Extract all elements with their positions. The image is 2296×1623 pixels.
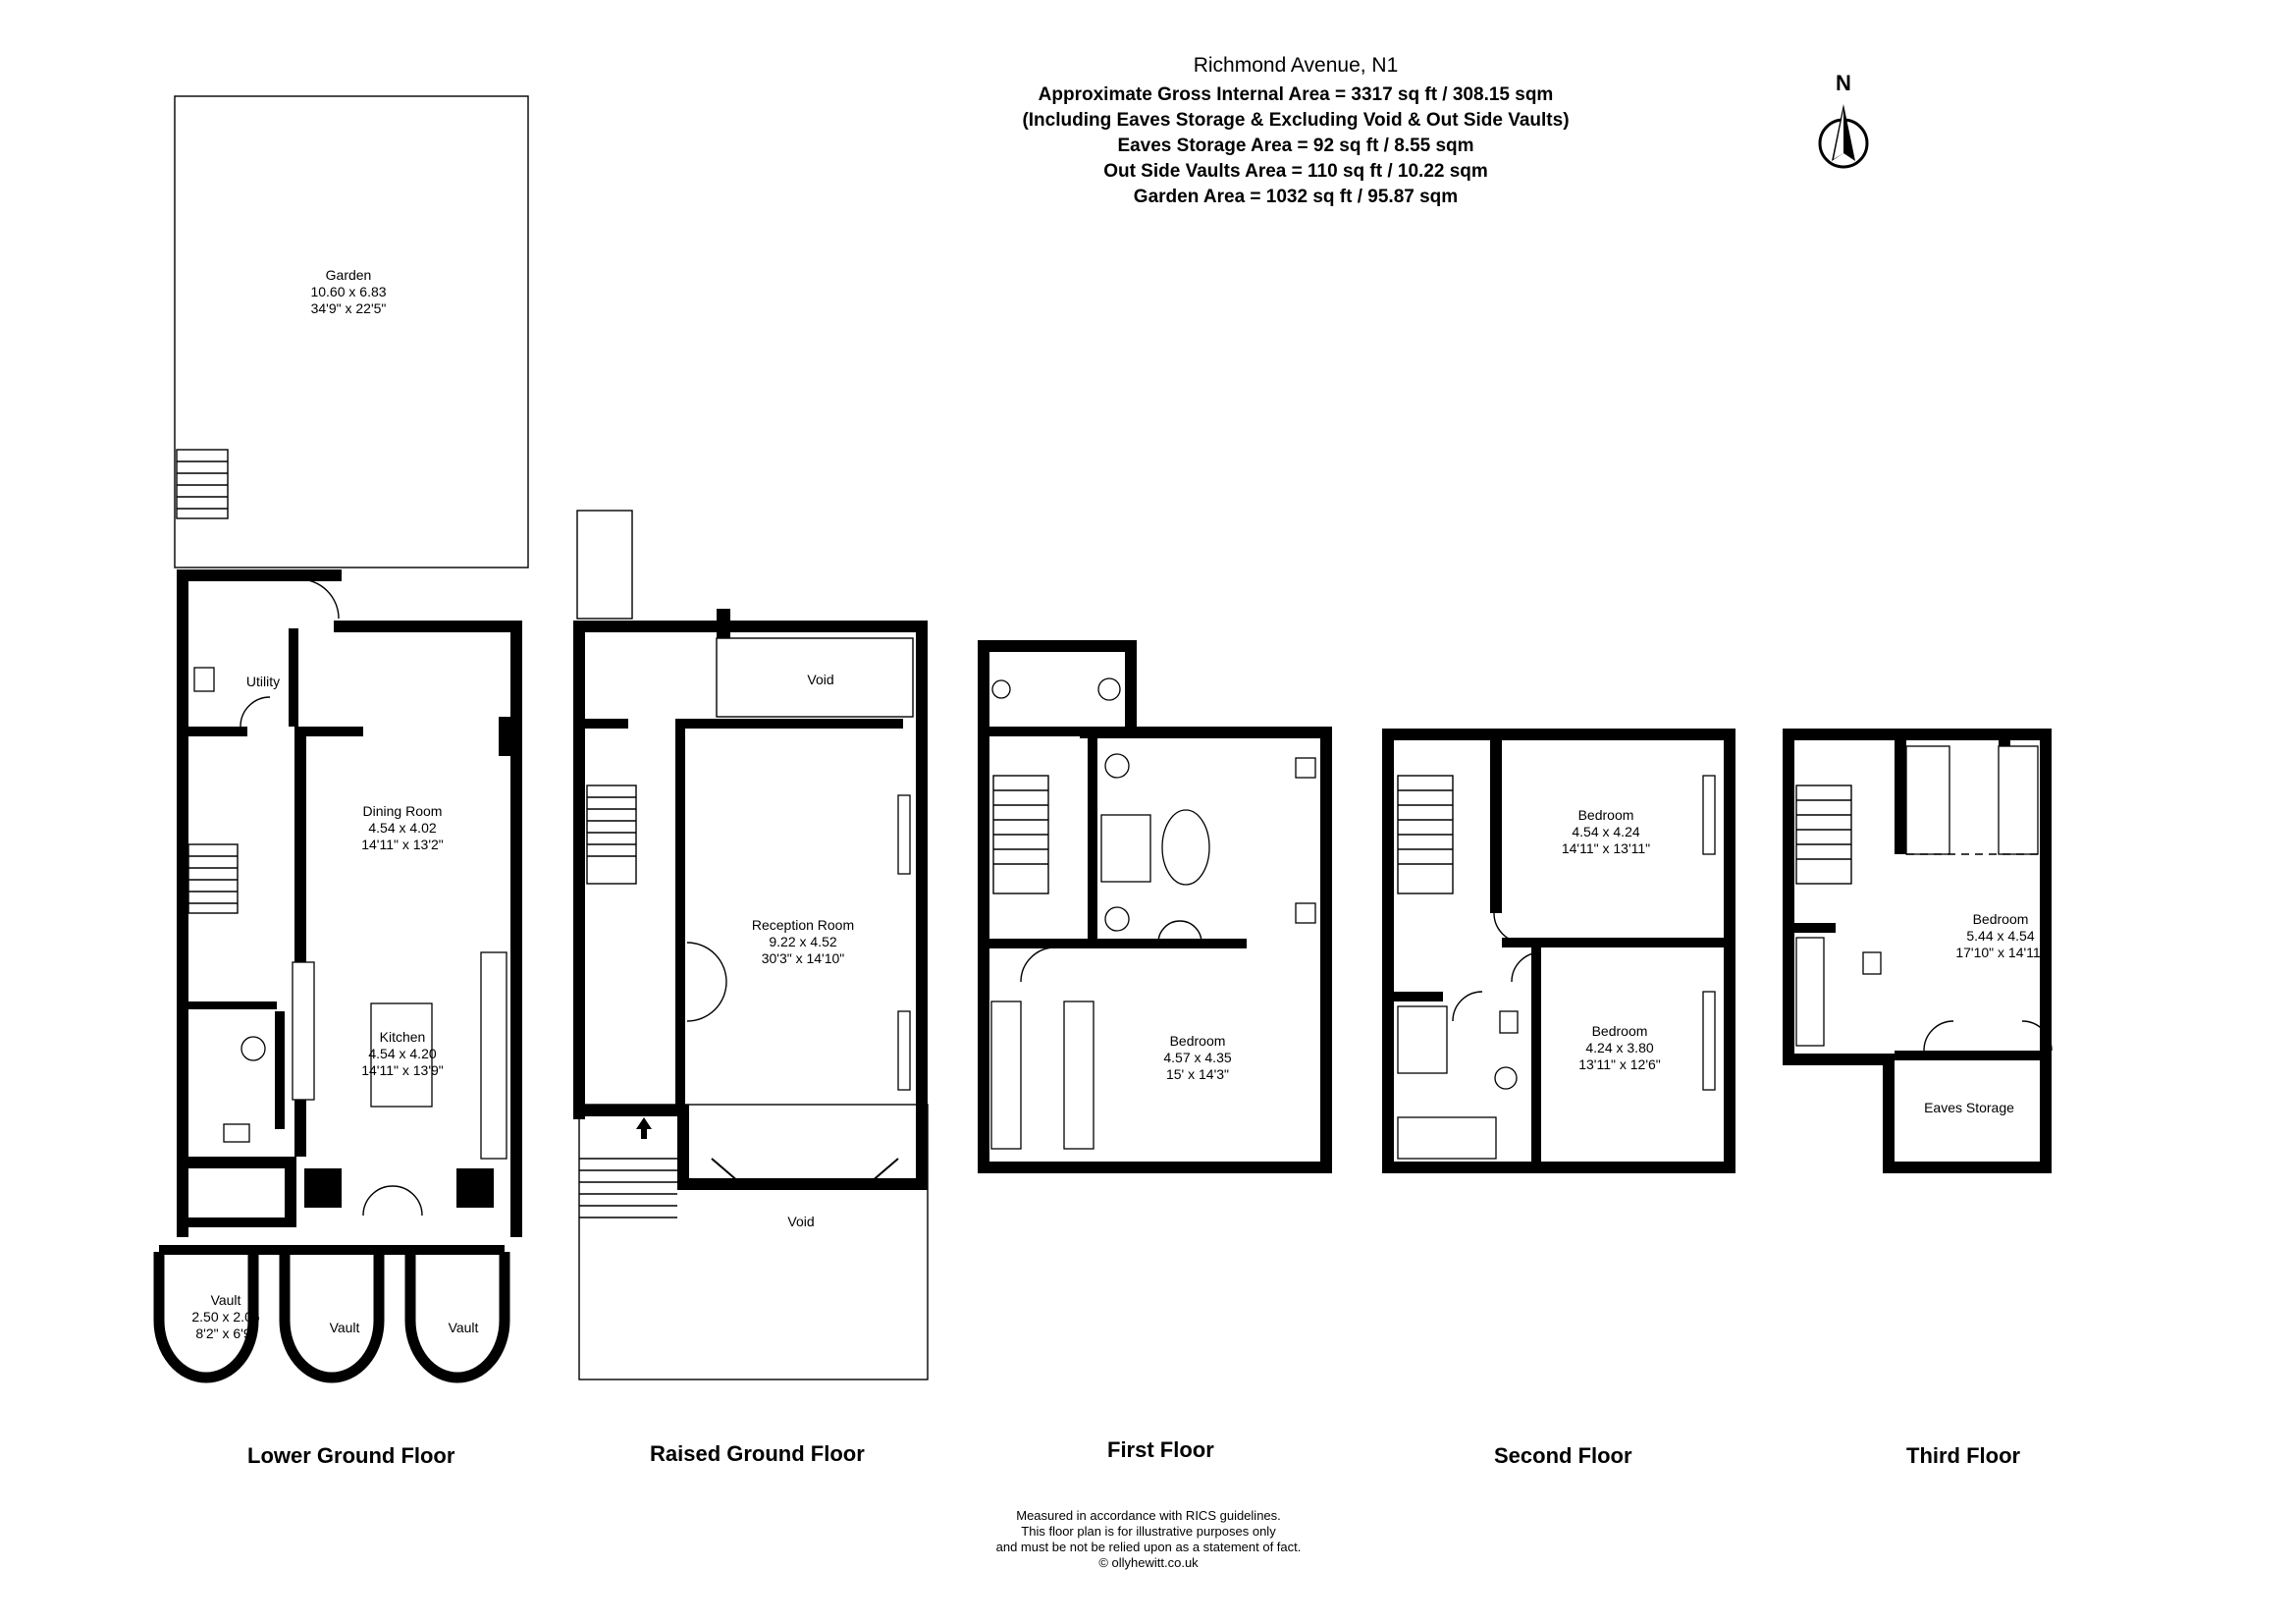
utility-sink <box>193 667 215 692</box>
disclaimer-line: and must be not be relied upon as a stat… <box>995 1540 1302 1554</box>
property-title: Richmond Avenue, N1 <box>1193 54 1399 77</box>
third-floor-walls <box>1783 729 2052 1173</box>
second-floor-plan <box>1382 729 1735 1173</box>
room-label-garden: Garden 10.60 x 6.83 34'9" x 22'5" <box>310 267 387 316</box>
room-label-utility: Utility <box>245 674 281 689</box>
area-inclusion-note: (Including Eaves Storage & Excluding Voi… <box>1022 110 1570 131</box>
fireplace <box>897 1010 911 1091</box>
floor-name-raised-ground: Raised Ground Floor <box>650 1441 865 1466</box>
room-label-reception-room: Reception Room 9.22 x 4.52 30'3" x 14'10… <box>751 917 855 966</box>
room-label-dining-room: Dining Room 4.54 x 4.02 14'11" x 13'2" <box>361 803 444 852</box>
floor-name-second: Second Floor <box>1494 1443 1632 1468</box>
floor-name-first: First Floor <box>1107 1437 1214 1462</box>
entrance-arrow-icon <box>636 1117 652 1139</box>
garden-steps <box>176 449 229 519</box>
disclaimer-line: Measured in accordance with RICS guideli… <box>1016 1508 1281 1523</box>
third-floor-plan <box>1783 729 2053 1173</box>
floor-name-third: Third Floor <box>1906 1443 2021 1468</box>
second-floor-walls <box>1382 729 1735 1173</box>
north-arrow-icon <box>1818 104 1869 169</box>
eaves-storage-area: Eaves Storage Area = 92 sq ft / 8.55 sqm <box>1117 135 1474 156</box>
garden-area: Garden Area = 1032 sq ft / 95.87 sqm <box>1133 187 1459 207</box>
vaults-area: Out Side Vaults Area = 110 sq ft / 10.22… <box>1103 161 1488 182</box>
lower-ground-partitions <box>187 628 510 1208</box>
room-label-vault: Vault 2.50 x 2.06 8'2" x 6'9" <box>191 1292 260 1341</box>
room-label-eaves-storage: Eaves Storage <box>1924 1100 2014 1115</box>
room-label-bedroom: Bedroom 4.54 x 4.24 14'11" x 13'11" <box>1561 807 1651 856</box>
vault-arches <box>153 1245 510 1383</box>
lower-ground-stairs <box>187 843 239 914</box>
kitchen-island <box>370 1002 433 1108</box>
bay-window <box>711 1158 899 1189</box>
door-arc <box>298 578 340 620</box>
raised-ground-details <box>579 637 914 1218</box>
room-label-bedroom: Bedroom 5.44 x 4.54 17'10" x 14'11" <box>1955 911 2046 960</box>
first-floor-fixtures <box>990 677 1316 1150</box>
sink <box>223 1123 250 1143</box>
raised-ground-floor-plan <box>573 510 929 1380</box>
room-label-void: Void <box>787 1214 815 1229</box>
compass-label: N <box>1836 71 1851 95</box>
first-floor-stairs <box>992 775 1202 983</box>
lower-ground-floor-plan <box>153 95 529 1383</box>
copyright-line: © ollyhewitt.co.uk <box>1098 1555 1199 1570</box>
room-label-vault: Vault <box>329 1320 360 1335</box>
fireplace <box>897 794 911 875</box>
disclaimer: Measured in accordance with RICS guideli… <box>933 1508 1364 1571</box>
front-area-outline <box>578 1104 929 1380</box>
room-label-void: Void <box>807 672 834 687</box>
compass: N <box>1814 71 1873 179</box>
disclaimer-line: This floor plan is for illustrative purp… <box>1021 1524 1276 1539</box>
kitchen-counter <box>292 961 315 1101</box>
room-label-bedroom: Bedroom 4.57 x 4.35 15' x 14'3" <box>1163 1033 1232 1082</box>
entry-steps <box>576 510 633 620</box>
wc <box>240 1036 266 1061</box>
door-arc <box>240 696 271 728</box>
room-label-kitchen: Kitchen 4.54 x 4.20 14'11" x 13'9" <box>361 1029 444 1078</box>
first-floor-walls <box>978 640 1332 1173</box>
first-floor-plan <box>978 640 1332 1173</box>
raised-ground-walls <box>573 609 928 1190</box>
second-floor-fixtures <box>1397 775 1716 1160</box>
floor-name-lower-ground: Lower Ground Floor <box>247 1443 455 1468</box>
garden-outline <box>174 95 529 568</box>
door-arc <box>362 1185 423 1217</box>
room-label-bedroom: Bedroom 4.24 x 3.80 13'11" x 12'6" <box>1578 1023 1661 1072</box>
kitchen-counter-right <box>480 951 507 1160</box>
third-floor-stairs <box>1795 784 2053 1052</box>
second-floor-stairs <box>1397 775 1542 1022</box>
third-floor-fixtures <box>1795 745 2039 1047</box>
gross-internal-area: Approximate Gross Internal Area = 3317 s… <box>1038 84 1554 105</box>
room-label-vault: Vault <box>448 1320 479 1335</box>
